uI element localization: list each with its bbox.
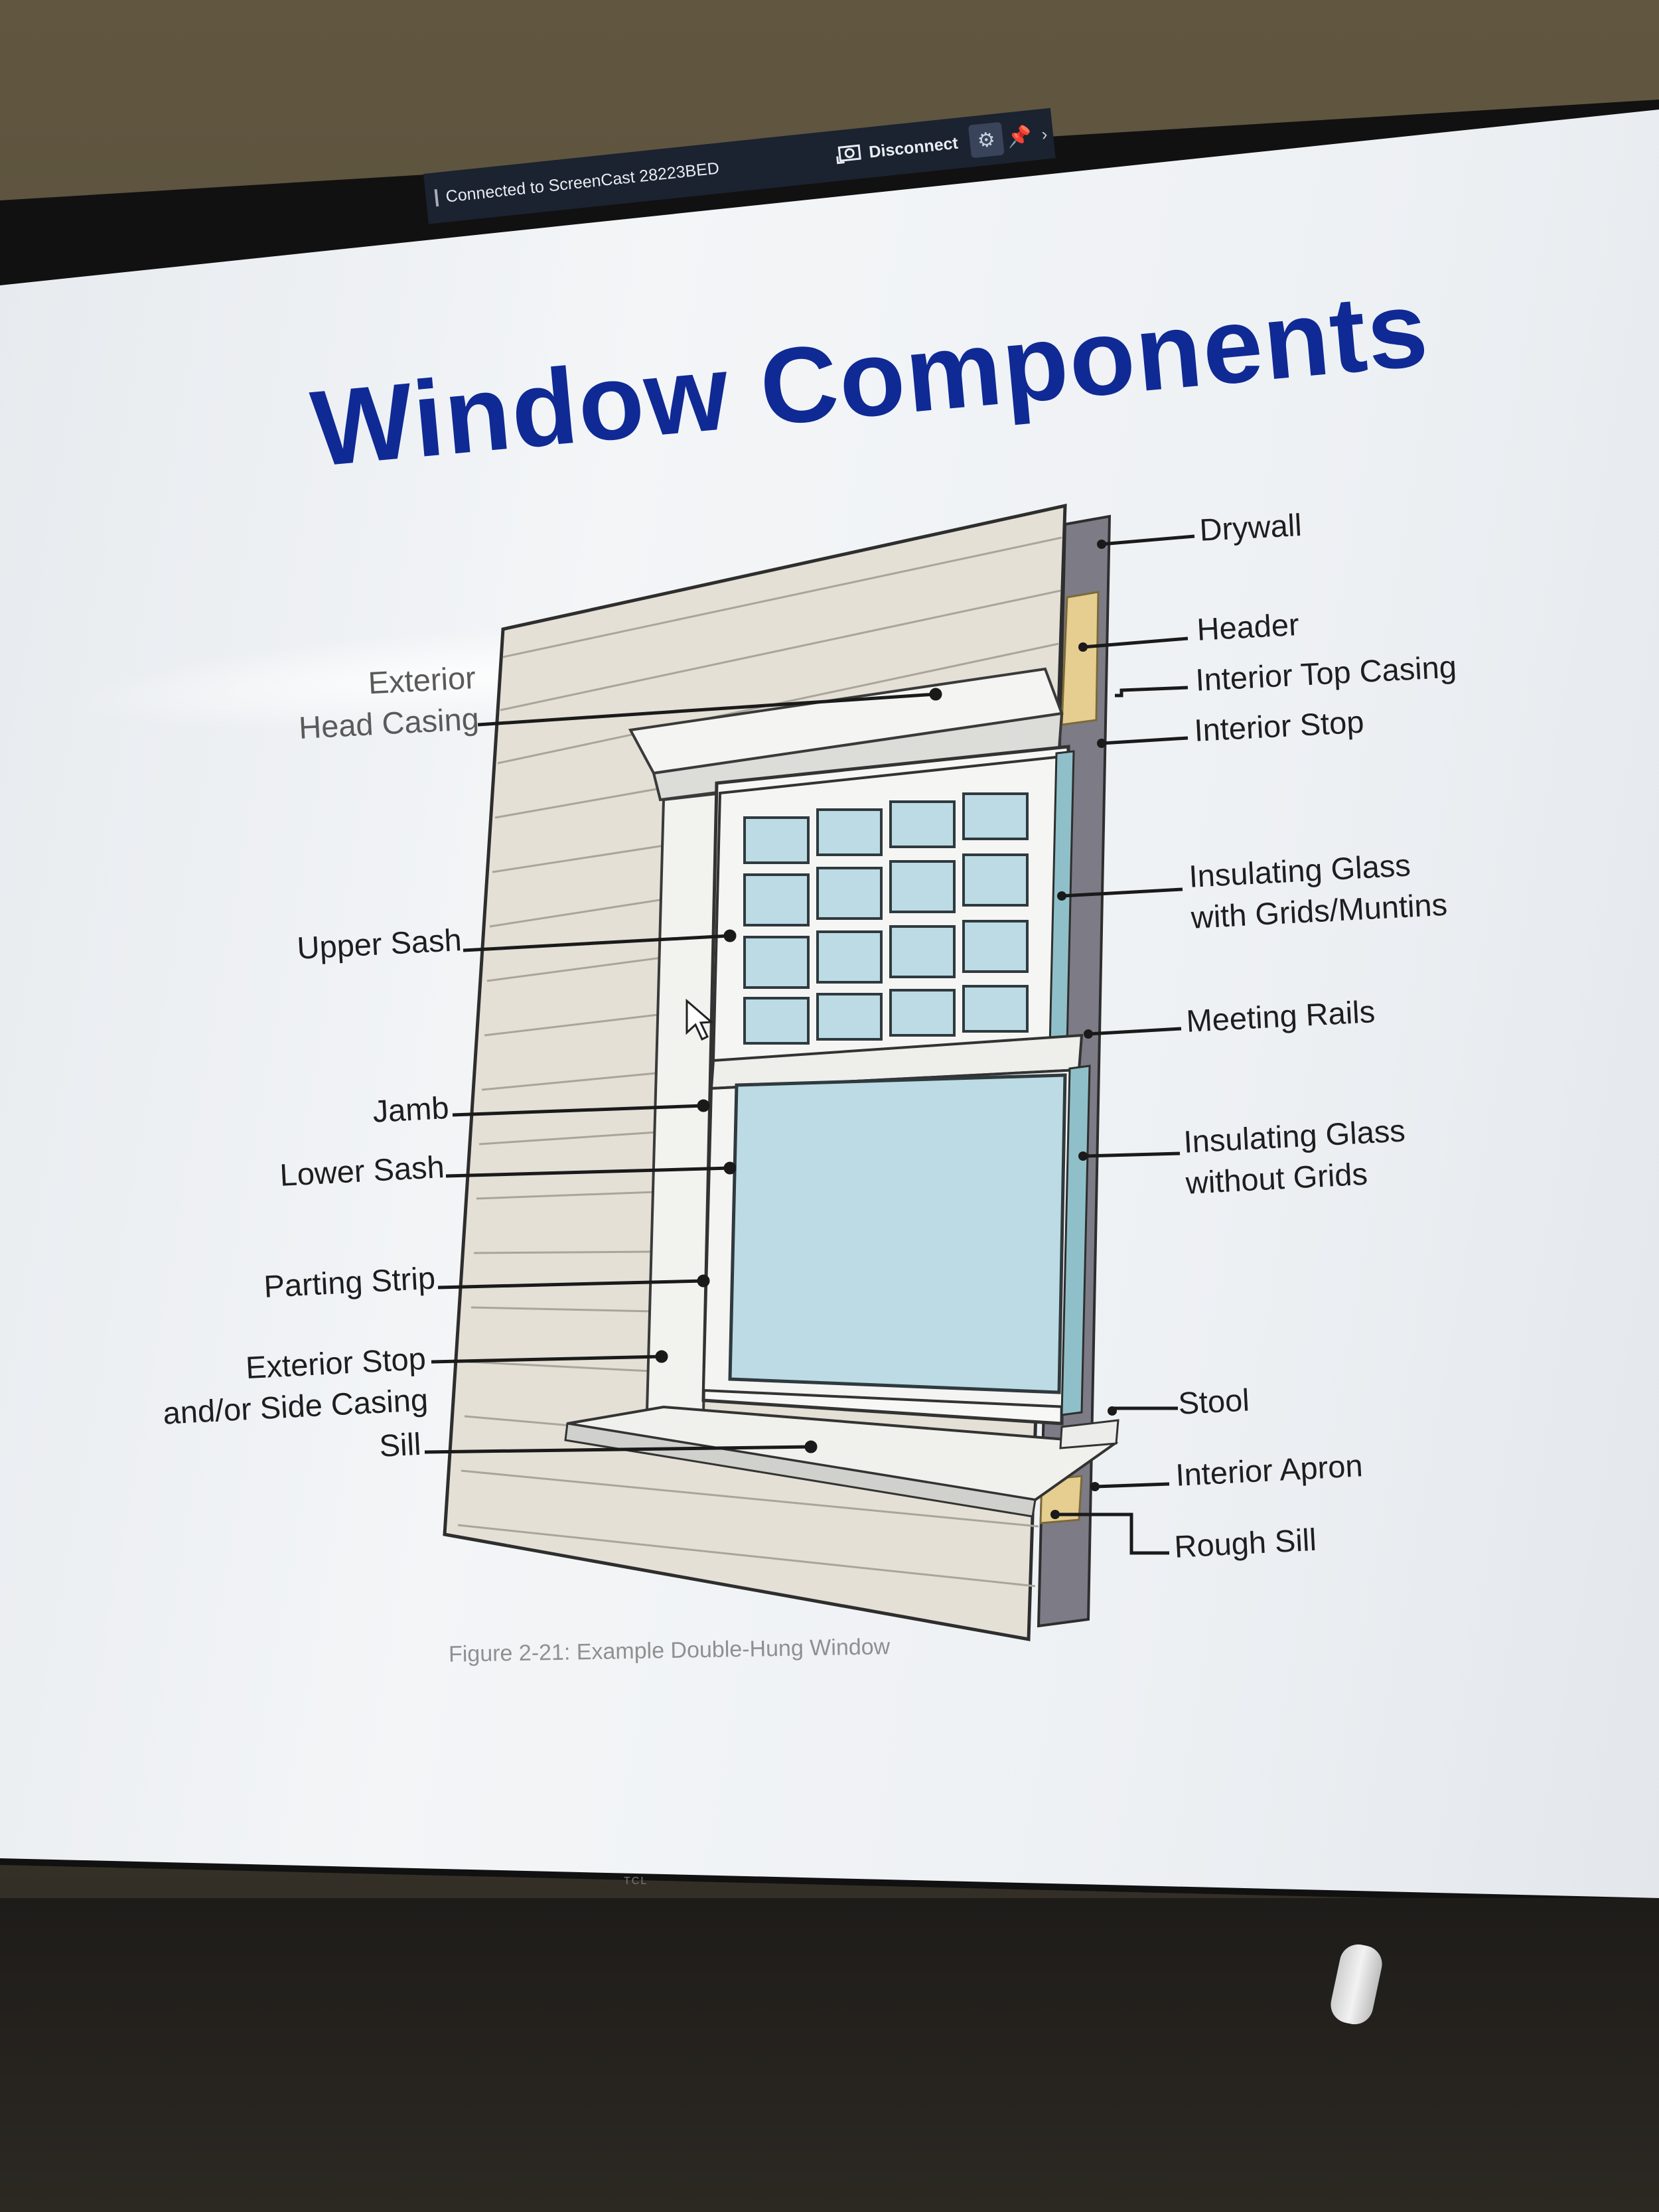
label-jamb: Jamb	[372, 1089, 450, 1129]
tv-brand-logo: TCL	[624, 1876, 648, 1887]
label-stool: Stool	[1177, 1382, 1250, 1421]
sill-front	[564, 1422, 1037, 1518]
label-header: Header	[1196, 606, 1300, 647]
cast-icon	[836, 144, 862, 165]
label-drywall: Drywall	[1198, 506, 1303, 548]
label-upper-sash: Upper Sash	[296, 922, 463, 966]
label-exterior-head-casing: Exterior Head Casing	[295, 657, 480, 749]
label-lower-sash: Lower Sash	[279, 1149, 445, 1193]
upper-glass-grid	[743, 792, 1029, 1045]
label-sill: Sill	[378, 1426, 422, 1463]
disconnect-button[interactable]: Disconnect	[835, 133, 959, 166]
room-floor	[0, 1898, 1659, 2212]
lower-glass	[728, 1073, 1067, 1394]
mouse-cursor-icon	[685, 998, 714, 1041]
siding-lines	[457, 536, 1062, 1587]
leader-lines-right	[1055, 534, 1195, 1555]
label-insulating-glass-no-grids: Insulating Glass without Grids	[1183, 1110, 1408, 1203]
leader-lines-left	[424, 688, 942, 1454]
label-rough-sill: Rough Sill	[1173, 1521, 1317, 1564]
stool	[1059, 1419, 1119, 1449]
leader-dots-right	[1050, 540, 1117, 1519]
label-exterior-stop: Exterior Stop and/or Side Casing	[160, 1338, 429, 1434]
header-framing	[1060, 591, 1100, 726]
screencast-toolbar: Connected to ScreenCast 28223BED Disconn…	[423, 108, 1056, 224]
label-insulating-glass-grids: Insulating Glass with Grids/Muntins	[1188, 843, 1449, 938]
